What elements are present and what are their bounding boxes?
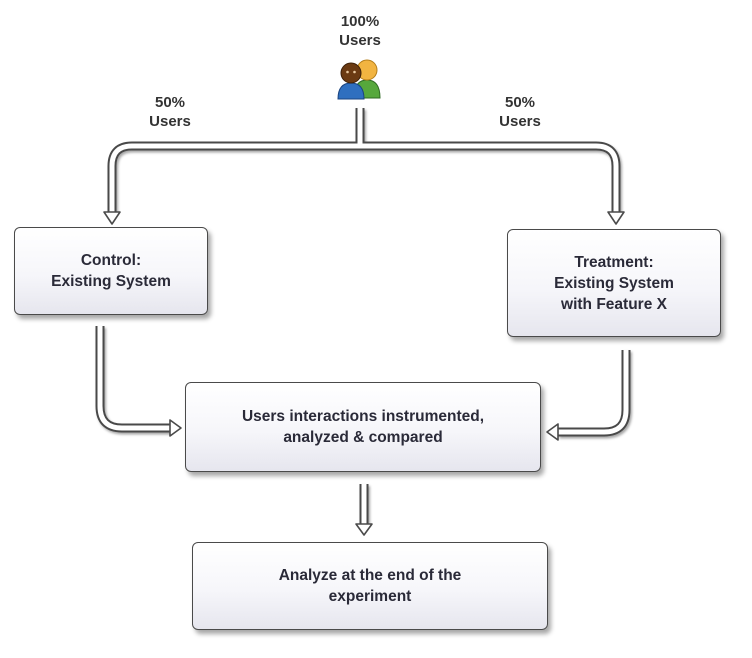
analyze-box-text: Analyze at the end of the experiment — [278, 567, 462, 605]
person-left-icon — [337, 62, 365, 100]
split-connector — [107, 108, 621, 212]
total-users-word: Users — [339, 32, 381, 49]
analyze-box: Analyze at the end of the experiment — [192, 542, 548, 630]
arrowhead-to-analyze — [355, 523, 373, 536]
arrowhead-right-into-instrument — [546, 423, 559, 441]
control-box-text: Control: Existing System — [51, 252, 171, 290]
treatment-split-word: Users — [499, 113, 541, 130]
users-group-icon — [335, 56, 385, 100]
treatment-box: Treatment: Existing System with Feature … — [507, 229, 721, 337]
treatment-split-label: 50% Users — [480, 93, 560, 131]
instrumentation-box: Users interactions instrumented, analyze… — [185, 382, 541, 472]
total-users-percent: 100% — [340, 13, 380, 30]
arrowhead-to-control — [103, 211, 121, 225]
treatment-split-percent: 50% — [504, 94, 536, 111]
control-split-percent: 50% — [154, 94, 186, 111]
treatment-box-text: Treatment: Existing System with Feature … — [554, 253, 674, 313]
arrowhead-to-treatment — [607, 211, 625, 225]
control-box: Control: Existing System — [14, 227, 208, 315]
total-users-label: 100% Users — [320, 12, 400, 50]
treatment-to-instrument-connector — [558, 350, 631, 437]
control-split-word: Users — [149, 113, 191, 130]
control-to-instrument-connector — [95, 326, 170, 433]
instrumentation-box-text: Users interactions instrumented, analyze… — [241, 408, 485, 446]
control-split-label: 50% Users — [130, 93, 210, 131]
arrowhead-left-into-instrument — [169, 419, 182, 437]
